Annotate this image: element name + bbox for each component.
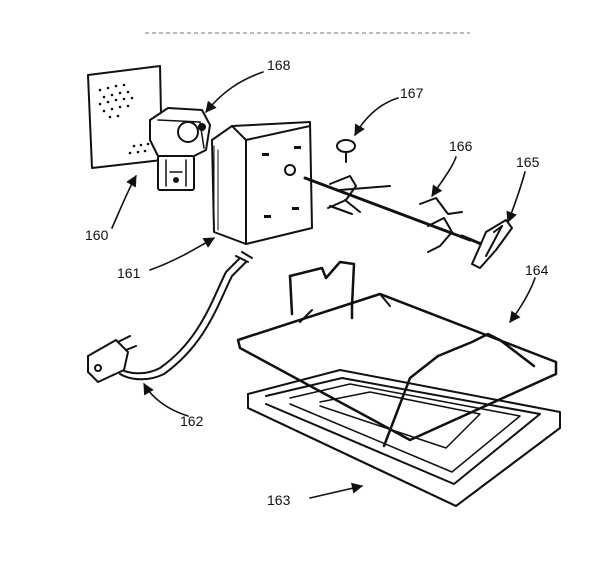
roasting-rack [236,260,558,448]
label-167: 167 [400,85,424,101]
label-162: 162 [180,413,204,429]
label-166: 166 [449,138,473,154]
label-163: 163 [267,492,291,508]
rotisserie-motor [149,107,211,191]
spit-rod [303,175,472,253]
spit-handle [460,219,513,269]
label-161: 161 [117,265,141,281]
motor-housing [211,121,313,245]
leader-arrows [111,71,536,499]
label-165: 165 [516,154,540,170]
power-cord [87,251,253,383]
thumb-screw [336,139,356,163]
label-168: 168 [267,57,291,73]
label-160: 160 [85,227,109,243]
label-164: 164 [525,262,549,278]
mounting-plate [87,65,163,169]
